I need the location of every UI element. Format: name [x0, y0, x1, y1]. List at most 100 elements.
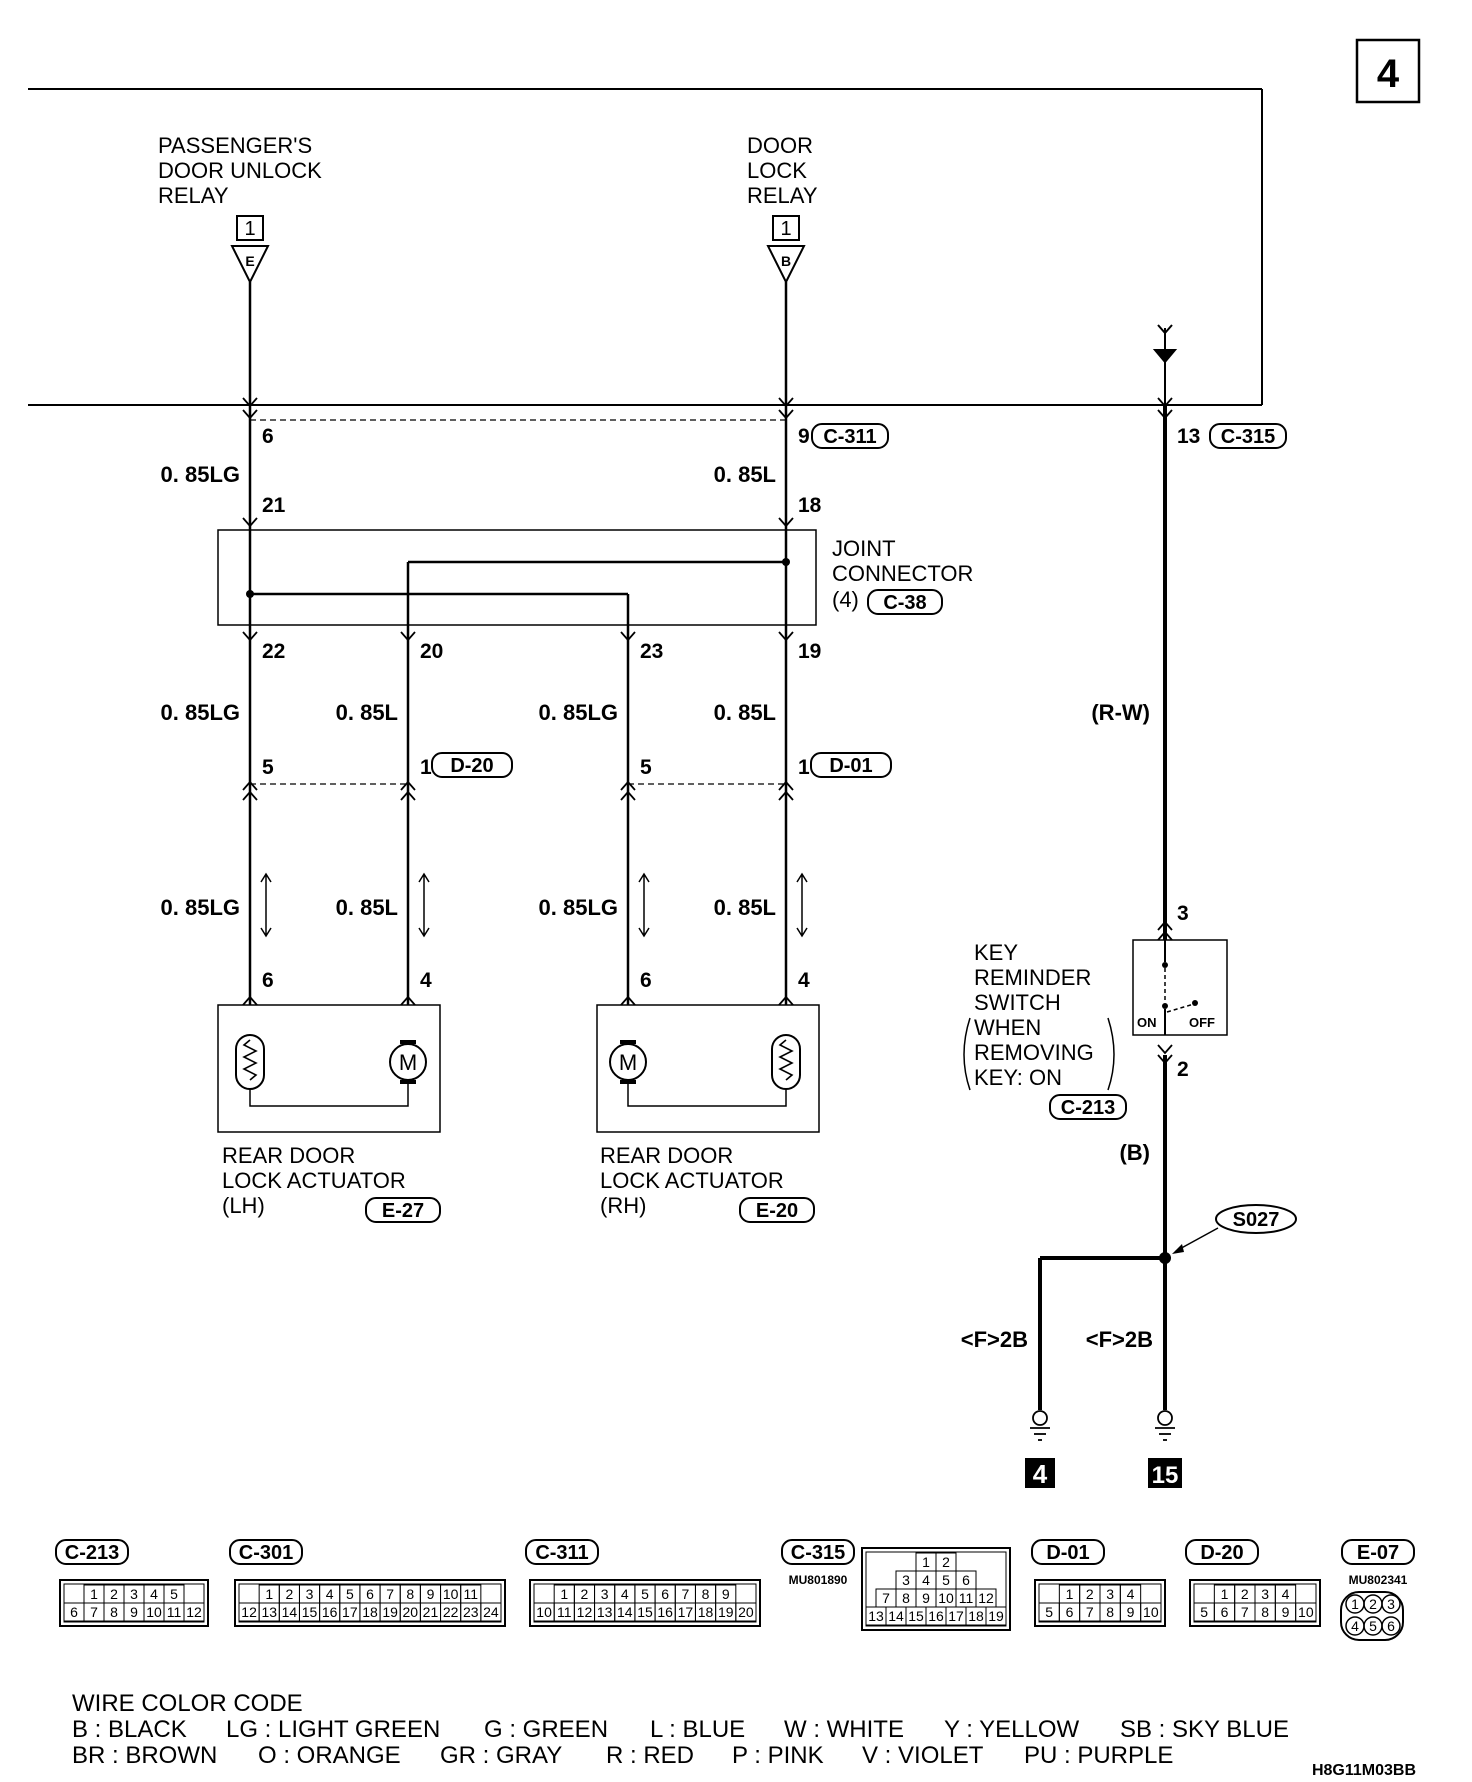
pin-label: 12 — [978, 1590, 994, 1606]
svg-text:SWITCH: SWITCH — [974, 990, 1061, 1015]
svg-text:<F>2B: <F>2B — [961, 1327, 1028, 1352]
svg-text:(R-W): (R-W) — [1091, 700, 1150, 725]
pin-label: 11 — [463, 1586, 478, 1602]
pin-label: 7 — [386, 1586, 394, 1602]
pin-label: 20 — [403, 1604, 419, 1620]
pin-label: 2 — [581, 1586, 589, 1602]
svg-text:C-315: C-315 — [1221, 426, 1275, 448]
pin-label: 5 — [1045, 1604, 1053, 1620]
svg-text:C-213: C-213 — [1061, 1097, 1115, 1119]
pin-label: 1 — [265, 1586, 273, 1602]
connector-chevrons — [242, 397, 1173, 1065]
svg-text:0. 85LG: 0. 85LG — [161, 895, 240, 920]
pin-label: 9 — [922, 1590, 930, 1606]
svg-text:C-38: C-38 — [883, 592, 926, 614]
svg-text:RELAY: RELAY — [158, 183, 229, 208]
joint-connector: JOINT CONNECTOR (4) C-38 — [217, 529, 973, 626]
svg-text:B: B — [781, 253, 791, 269]
pin-label: 14 — [617, 1604, 633, 1620]
connector-view-code: C-315 — [791, 1542, 845, 1564]
wire-color-legend: WIRE COLOR CODE B : BLACK LG : LIGHT GRE… — [72, 1690, 1416, 1779]
svg-text:KEY: ON: KEY: ON — [974, 1065, 1062, 1090]
pin-label: 9 — [130, 1604, 138, 1620]
pin-label: 10 — [536, 1604, 552, 1620]
pin-label: 1 — [560, 1586, 568, 1602]
svg-text:LOCK ACTUATOR: LOCK ACTUATOR — [222, 1168, 406, 1193]
pin-label: 5 — [1369, 1618, 1377, 1634]
pin-label: 9 — [1282, 1604, 1290, 1620]
svg-text:SB : SKY BLUE: SB : SKY BLUE — [1120, 1716, 1289, 1743]
pin-label: 4 — [1282, 1586, 1290, 1602]
svg-text:G : GREEN: G : GREEN — [484, 1716, 608, 1743]
connector-part-number: MU801890 — [789, 1573, 848, 1587]
svg-text:0. 85L: 0. 85L — [336, 700, 398, 725]
pin-label: 7 — [1241, 1604, 1249, 1620]
pin-label: 15 — [302, 1604, 318, 1620]
document-code: H8G11M03BB — [1312, 1762, 1416, 1779]
pin-label: 1 — [1066, 1586, 1074, 1602]
svg-text:1: 1 — [244, 218, 255, 240]
pin-label: 6 — [1066, 1604, 1074, 1620]
pin-label: 6 — [366, 1586, 374, 1602]
pin-label: 17 — [678, 1604, 694, 1620]
pin-label: 11 — [959, 1590, 974, 1606]
svg-text:1: 1 — [420, 756, 432, 779]
svg-text:6: 6 — [262, 969, 274, 992]
svg-text:PU : PURPLE: PU : PURPLE — [1024, 1742, 1173, 1769]
svg-text:E-27: E-27 — [382, 1200, 424, 1222]
svg-text:4: 4 — [798, 969, 810, 992]
pin-label: 5 — [1200, 1604, 1208, 1620]
pin-label: 4 — [150, 1586, 158, 1602]
svg-text:E-20: E-20 — [756, 1200, 798, 1222]
svg-text:1: 1 — [798, 756, 810, 779]
pin-label: 2 — [1369, 1596, 1377, 1612]
svg-text:LOCK ACTUATOR: LOCK ACTUATOR — [600, 1168, 784, 1193]
pin-label: 1 — [1351, 1596, 1359, 1612]
pin-label: 3 — [1261, 1586, 1269, 1602]
boundary — [28, 88, 1263, 406]
pin-label: 12 — [241, 1604, 257, 1620]
connector-view-code: C-301 — [239, 1542, 293, 1564]
svg-text:REMINDER: REMINDER — [974, 965, 1091, 990]
svg-text:Y : YELLOW: Y : YELLOW — [944, 1716, 1080, 1743]
svg-text:PASSENGER'S: PASSENGER'S — [158, 133, 312, 158]
pin-label: 2 — [942, 1554, 950, 1570]
svg-text:V : VIOLET: V : VIOLET — [862, 1742, 984, 1769]
svg-text:KEY: KEY — [974, 940, 1018, 965]
svg-text:WIRE COLOR CODE: WIRE COLOR CODE — [72, 1690, 303, 1717]
connector-view-code: E-07 — [1357, 1542, 1399, 1564]
svg-text:L : BLUE: L : BLUE — [650, 1716, 745, 1743]
svg-text:19: 19 — [798, 640, 821, 663]
svg-text:DOOR: DOOR — [747, 133, 813, 158]
pin-label: 10 — [938, 1590, 954, 1606]
svg-text:18: 18 — [798, 494, 822, 517]
pin-label: 16 — [928, 1608, 944, 1624]
pin-label: 15 — [637, 1604, 653, 1620]
pin-label: 8 — [902, 1590, 910, 1606]
pin-label: 6 — [1387, 1618, 1395, 1634]
pin-label: 16 — [657, 1604, 673, 1620]
svg-text:2: 2 — [1177, 1058, 1189, 1081]
pin-label: 3 — [306, 1586, 314, 1602]
svg-text:REMOVING: REMOVING — [974, 1040, 1094, 1065]
pin-label: 17 — [342, 1604, 358, 1620]
pin-label: 1 — [90, 1586, 98, 1602]
svg-text:C-311: C-311 — [823, 426, 876, 448]
svg-text:6: 6 — [640, 969, 652, 992]
svg-text:R : RED: R : RED — [606, 1742, 694, 1769]
pin-label: 17 — [948, 1608, 964, 1624]
pin-label: 11 — [557, 1604, 572, 1620]
pin-label: 10 — [1298, 1604, 1314, 1620]
pin-label: 8 — [1106, 1604, 1114, 1620]
svg-text:WHEN: WHEN — [974, 1015, 1041, 1040]
pin-label: 5 — [346, 1586, 354, 1602]
dashed-links — [250, 419, 786, 785]
pin-label: 22 — [443, 1604, 459, 1620]
pin-label: 10 — [1143, 1604, 1159, 1620]
svg-text:REAR DOOR: REAR DOOR — [222, 1143, 355, 1168]
pin-label: 5 — [170, 1586, 178, 1602]
